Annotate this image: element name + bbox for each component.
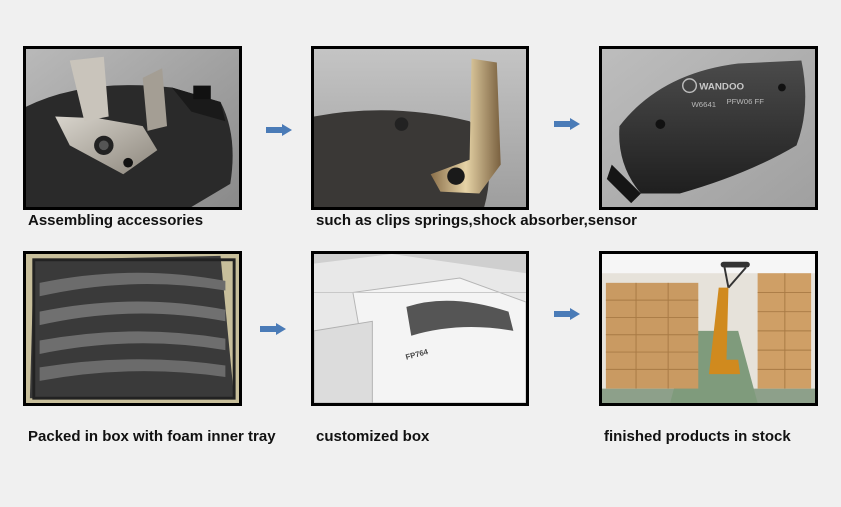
photo-assembling-accessories bbox=[23, 46, 242, 210]
arrow-right-icon bbox=[266, 124, 292, 136]
pad-brand-text: WANDOO bbox=[699, 82, 744, 93]
caption-clips-springs: such as clips springs,shock absorber,sen… bbox=[316, 212, 637, 229]
arrow-right-icon bbox=[554, 308, 580, 320]
photo-customized-box: FP764 bbox=[311, 251, 529, 406]
caption-customized-box: customized box bbox=[316, 428, 430, 445]
arrow-right-icon bbox=[260, 323, 286, 335]
pad-code-right-text: PFW06 FF bbox=[726, 97, 764, 106]
photo-foam-tray-box bbox=[23, 251, 242, 406]
pad-code-left-text: W6641 bbox=[691, 100, 716, 109]
photo-brake-pad: WANDOO W6641 PFW06 FF bbox=[599, 46, 818, 210]
arrow-right-icon bbox=[554, 118, 580, 130]
caption-packed-foam-tray: Packed in box with foam inner tray bbox=[28, 428, 276, 445]
caption-finished-products: finished products in stock bbox=[604, 428, 791, 445]
photo-warehouse-stock bbox=[599, 251, 818, 406]
photo-clips-springs-sensor bbox=[311, 46, 529, 210]
caption-assembling-accessories: Assembling accessories bbox=[28, 212, 204, 229]
